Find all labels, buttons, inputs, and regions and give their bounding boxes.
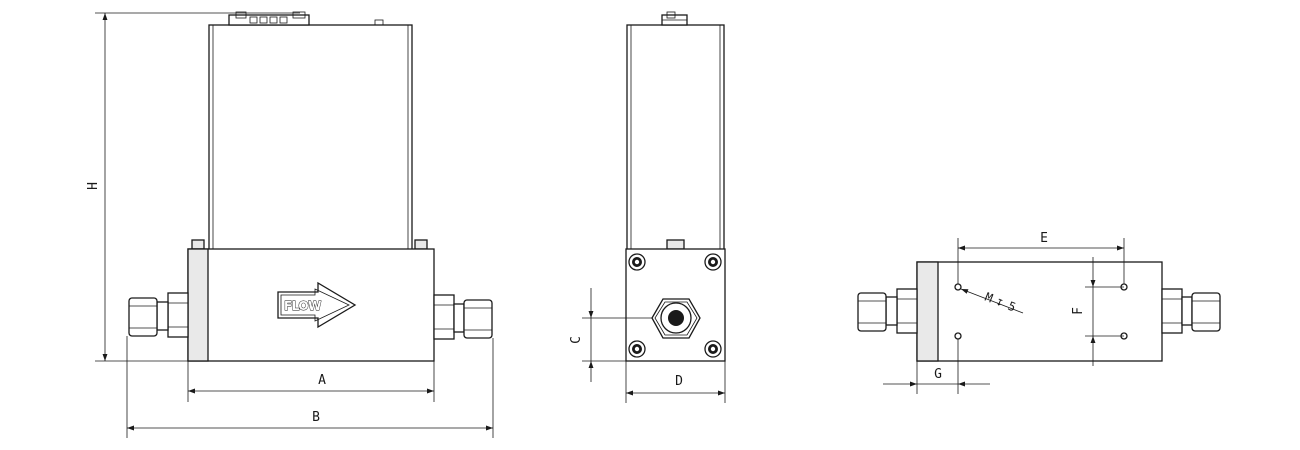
dimension-h-label: H [86, 182, 101, 190]
dimension-g: G [883, 339, 990, 394]
screw-right [414, 239, 428, 250]
hole-depth-label: 5 [1006, 299, 1018, 315]
dimension-c-label: C [569, 336, 584, 344]
dimension-b-label: B [312, 410, 320, 425]
right-fitting [433, 294, 493, 340]
left-fitting [128, 292, 189, 338]
base-end-cap [187, 248, 209, 362]
dimension-a-label: A [318, 373, 326, 388]
side-top-connector [661, 11, 688, 26]
flow-label: FLOW [284, 299, 321, 313]
dimension-e-label: E [1040, 231, 1048, 246]
hole-callout: M ↧ 5 [960, 288, 1024, 315]
dimension-c: C [569, 288, 652, 382]
dimension-a: A [187, 339, 435, 402]
hex-port [651, 298, 701, 339]
base-block [187, 248, 435, 362]
dimension-d: D [625, 361, 726, 403]
flow-arrow-icon [277, 281, 357, 329]
screw-left [191, 239, 205, 250]
bottom-view: M ↧ 5 E F G [857, 231, 1221, 394]
side-housing [626, 24, 725, 251]
front-view: FLOW H A B [86, 11, 494, 438]
housing-body [208, 24, 413, 251]
dimension-f-label: F [1071, 307, 1086, 315]
top-connector [228, 11, 384, 26]
dimension-g-label: G [934, 367, 942, 382]
dimension-f: F [1071, 257, 1124, 366]
dimension-e: E [957, 231, 1125, 284]
dimension-d-label: D [675, 374, 683, 389]
hole-depth-symbol: ↧ [994, 294, 1006, 310]
dimension-h: H [86, 12, 300, 362]
bottom-right-fitting [1161, 288, 1221, 334]
corner-screws [628, 253, 722, 358]
dimension-b: B [126, 336, 494, 438]
bottom-base [916, 261, 1163, 362]
side-screw [666, 239, 685, 250]
side-view: C D [569, 11, 726, 403]
bottom-left-fitting [857, 288, 918, 334]
bottom-end-cap [916, 261, 939, 362]
hole-thread-label: M [983, 290, 995, 306]
